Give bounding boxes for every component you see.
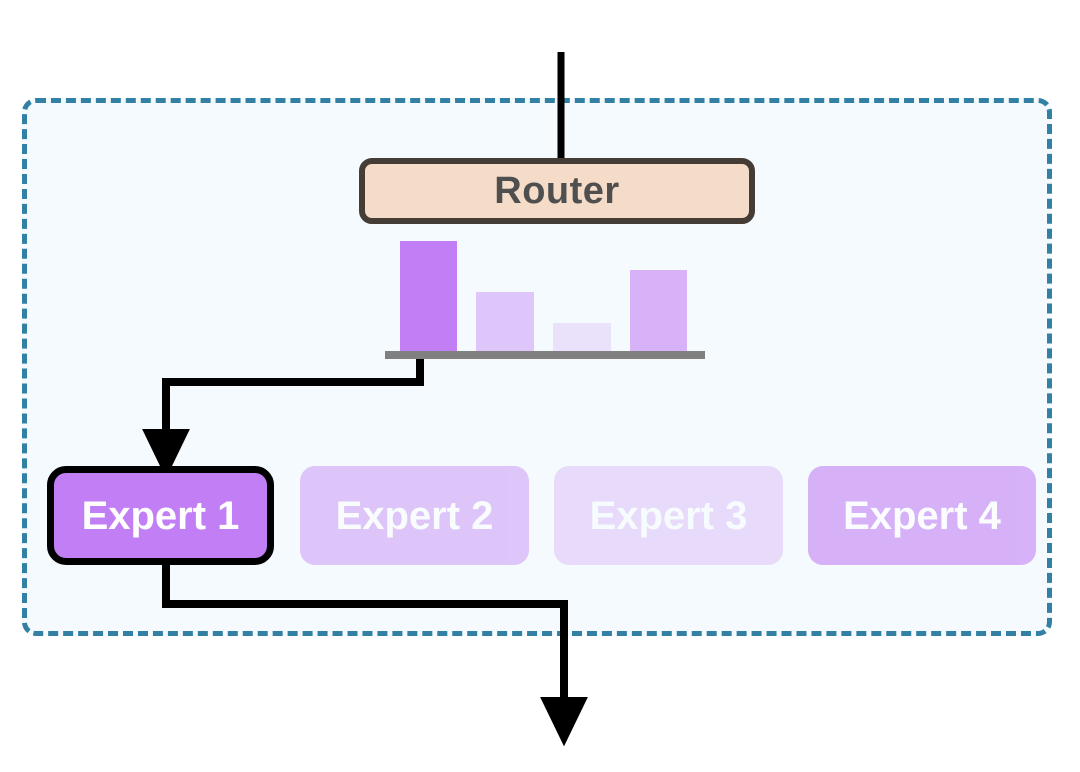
expert-label-1: Expert 1	[81, 493, 240, 538]
gate-bar-4	[630, 270, 687, 352]
gate-bar-1	[400, 241, 457, 352]
router-gate-bar-chart	[385, 236, 707, 360]
expert-label-2: Expert 2	[335, 493, 494, 538]
gate-chart-baseline	[385, 351, 705, 359]
expert-box-3[interactable]: Expert 3	[554, 466, 783, 565]
expert-label-3: Expert 3	[589, 493, 748, 538]
expert-box-1[interactable]: Expert 1	[47, 466, 274, 565]
expert-box-2[interactable]: Expert 2	[300, 466, 529, 565]
expert-label-4: Expert 4	[843, 493, 1001, 538]
gate-bar-2	[476, 292, 534, 352]
expert-box-4[interactable]: Expert 4	[808, 466, 1036, 565]
router-box[interactable]: Router	[359, 158, 755, 224]
router-label: Router	[494, 170, 620, 212]
gate-bar-3	[553, 323, 611, 352]
